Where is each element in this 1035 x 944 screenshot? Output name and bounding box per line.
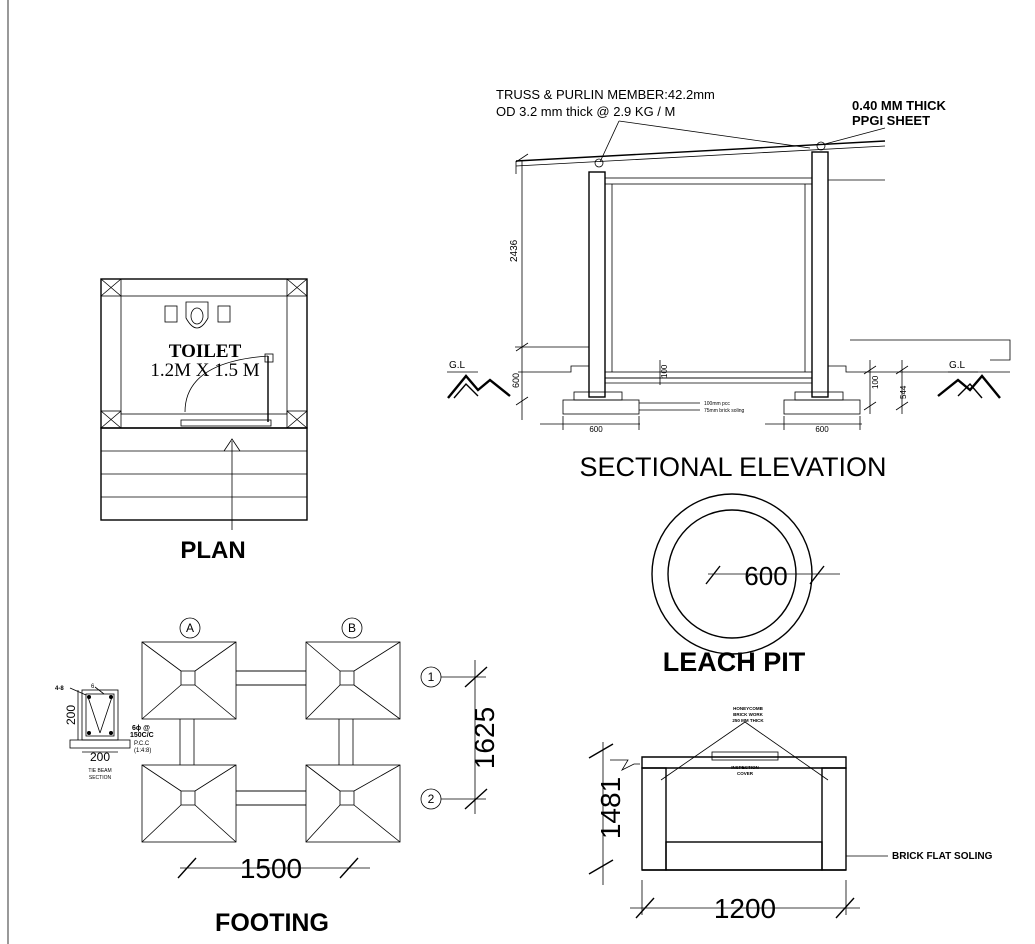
leach-pit-title: LEACH PIT — [663, 647, 806, 677]
tie-beam-section-drawing — [69, 686, 131, 753]
footing-dim-vertical: 1625 — [469, 707, 500, 769]
section-soling-note: 75mm brick soling — [704, 408, 745, 414]
pit-honeycomb-2: BRICK WORK — [733, 712, 763, 717]
pit-honeycomb-3: 250 MM THICK — [732, 718, 764, 723]
pit-cover-1: INSPECTION — [731, 765, 759, 770]
section-dim-right-2: 544 — [899, 385, 908, 399]
tie-beam-label-2: SECTION — [89, 775, 112, 781]
footing-grid-2: 2 — [428, 792, 435, 806]
wc-icon — [164, 301, 231, 329]
tie-beam-stirrup-2: 150C/C — [130, 732, 154, 739]
section-dim-footing-right: 600 — [815, 425, 829, 434]
tie-beam-depth: 200 — [64, 705, 78, 725]
section-pcc-note: 100mm pcc — [704, 401, 730, 407]
section-gl-left: G.L — [449, 360, 466, 371]
section-gl-right: G.L — [949, 360, 966, 371]
tie-beam-pcc-1: P.C.C — [134, 741, 150, 747]
section-dim-right-1: 100 — [871, 375, 880, 389]
section-sheet-note-1: 0.40 MM THICK — [852, 98, 947, 113]
tie-beam-label-1: TIE BEAM — [88, 768, 111, 774]
footing-grid-a: A — [186, 621, 194, 635]
tie-beam-bars: 4-8 — [55, 686, 64, 692]
pit-dim-height: 1481 — [595, 777, 626, 839]
section-dim-floor: 100 — [660, 364, 669, 378]
footing-dim-horizontal: 1500 — [240, 853, 302, 884]
plan-drawing — [100, 278, 308, 530]
pit-honeycomb-1: HONEYCOMB — [733, 706, 764, 711]
plan-room-size: 1.2M X 1.5 M — [150, 360, 259, 381]
section-drawing — [447, 120, 1011, 430]
door-swing-icon — [180, 353, 274, 427]
footing-drawing — [141, 617, 488, 879]
section-truss-note-2: OD 3.2 mm thick @ 2.9 KG / M — [496, 104, 675, 119]
pit-cover-2: COVER — [737, 771, 754, 776]
plan-room-name: TOILET — [169, 341, 242, 362]
pit-soling-label: BRICK FLAT SOLING — [892, 851, 993, 862]
pit-dim-width: 1200 — [714, 893, 776, 924]
ground-level-right-icon — [937, 371, 1001, 399]
tie-beam-width: 200 — [90, 750, 110, 764]
footing-grid-b: B — [348, 621, 356, 635]
footing-grid-1: 1 — [428, 670, 435, 684]
section-title: SECTIONAL ELEVATION — [579, 452, 886, 482]
leach-pit-diameter: 600 — [744, 561, 787, 591]
footing-title: FOOTING — [215, 909, 329, 937]
plan-title: PLAN — [180, 537, 245, 564]
tie-beam-stirrup-top: 6 — [91, 684, 95, 690]
pit-section-drawing — [588, 721, 888, 919]
section-dim-footing-left: 600 — [589, 425, 603, 434]
section-dim-plinth: 600 — [511, 373, 521, 388]
section-sheet-note-2: PPGI SHEET — [852, 113, 930, 128]
leach-pit-drawing — [651, 493, 840, 655]
section-truss-note-1: TRUSS & PURLIN MEMBER:42.2mm — [496, 87, 715, 102]
tie-beam-pcc-2: (1:4:8) — [134, 748, 151, 754]
section-dim-height: 2436 — [509, 239, 520, 262]
ground-level-left-icon — [447, 371, 511, 399]
tie-beam-stirrup-1: 6ϕ @ — [132, 725, 150, 732]
